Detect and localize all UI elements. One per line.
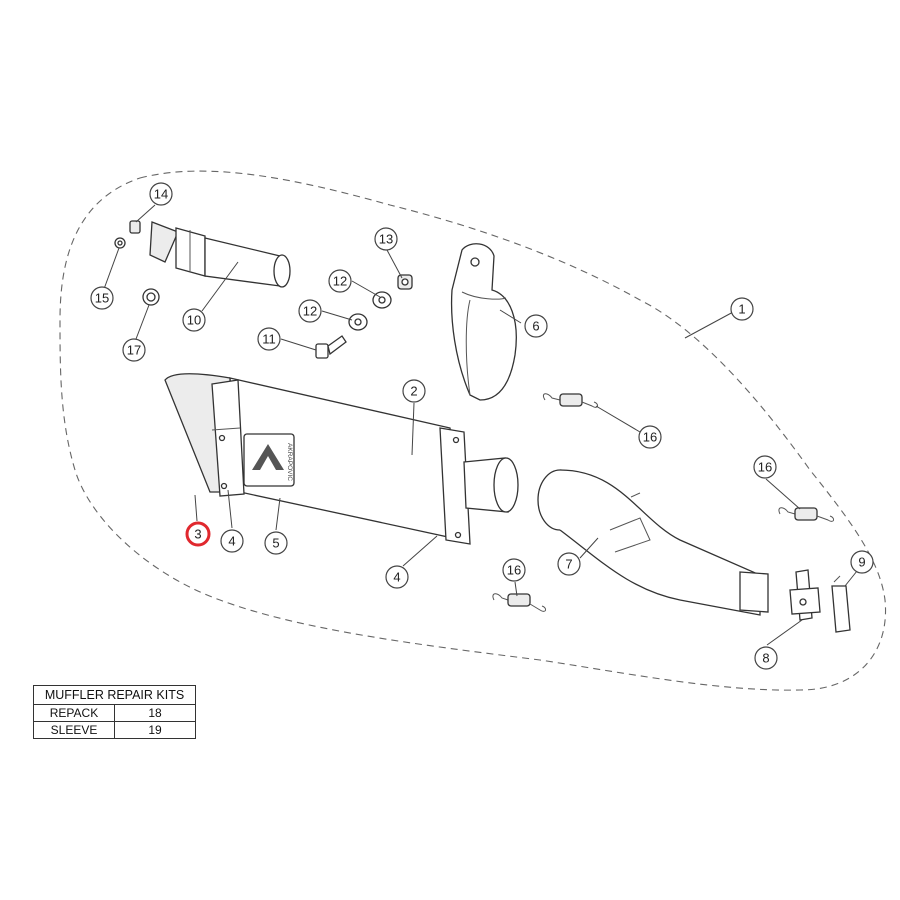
part-14-nut [129, 220, 141, 234]
part-17-grommet [142, 288, 160, 306]
svg-text:8: 8 [762, 651, 769, 666]
kit-name: SLEEVE [33, 721, 115, 739]
assembly-outline [59, 170, 887, 691]
svg-text:16: 16 [758, 460, 772, 475]
callout-16-lower: 16 [502, 558, 526, 582]
part-16-spring-a [542, 393, 599, 408]
part-12-washer-lower [348, 313, 368, 331]
leader-lines [103, 204, 858, 646]
callout-3-highlighted: 3 [185, 521, 211, 547]
svg-text:3: 3 [194, 527, 201, 542]
part-6-bracket [450, 243, 517, 401]
callout-15: 15 [90, 286, 114, 310]
part-2-muffler: AKRAPOVIC [164, 373, 519, 545]
svg-text:13: 13 [379, 232, 393, 247]
svg-text:9: 9 [858, 555, 865, 570]
muffler-repair-kits-table: MUFFLER REPAIR KITS REPACK 18 SLEEVE 19 [33, 685, 196, 739]
callout-1: 1 [730, 297, 754, 321]
table-row: REPACK 18 [33, 704, 196, 722]
callout-5: 5 [264, 531, 288, 555]
callout-11: 11 [257, 327, 281, 351]
table-row: SLEEVE 19 [33, 721, 196, 739]
part-8-clamp [789, 569, 821, 621]
callout-14: 14 [149, 182, 173, 206]
svg-text:12: 12 [333, 274, 347, 289]
svg-text:15: 15 [95, 291, 109, 306]
svg-text:16: 16 [643, 430, 657, 445]
callout-16-right: 16 [753, 455, 777, 479]
callout-4-left: 4 [220, 529, 244, 553]
svg-text:4: 4 [228, 534, 235, 549]
svg-text:5: 5 [272, 536, 279, 551]
svg-text:6: 6 [532, 319, 539, 334]
kit-name: REPACK [33, 704, 115, 722]
svg-text:16: 16 [507, 563, 521, 578]
svg-text:12: 12 [303, 304, 317, 319]
callout-17: 17 [122, 338, 146, 362]
svg-text:17: 17 [127, 343, 141, 358]
part-11-bolt [315, 335, 347, 359]
part-15-washer [114, 237, 126, 249]
table-header-row: MUFFLER REPAIR KITS [33, 685, 196, 705]
callout-6: 6 [524, 314, 548, 338]
callout-8: 8 [754, 646, 778, 670]
table-title: MUFFLER REPAIR KITS [33, 685, 196, 705]
callout-4-right: 4 [385, 565, 409, 589]
part-16-spring-c [492, 593, 547, 612]
svg-text:4: 4 [393, 570, 400, 585]
callout-16-upper: 16 [638, 425, 662, 449]
callout-13: 13 [374, 227, 398, 251]
part-7-link-pipe [537, 469, 769, 616]
logo-text: AKRAPOVIC [286, 443, 293, 481]
kit-number: 18 [114, 704, 196, 722]
svg-text:1: 1 [738, 302, 745, 317]
part-9-spring-clip [831, 575, 851, 633]
callout-12-lower: 12 [298, 299, 322, 323]
kit-number: 19 [114, 721, 196, 739]
svg-text:7: 7 [565, 557, 572, 572]
svg-text:11: 11 [262, 332, 276, 347]
callout-7: 7 [557, 552, 581, 576]
callout-10: 10 [182, 308, 206, 332]
svg-text:10: 10 [187, 313, 201, 328]
svg-text:14: 14 [154, 187, 168, 202]
callout-12-upper: 12 [328, 269, 352, 293]
part-16-spring-b [778, 507, 835, 522]
part-10-link-pipe [149, 221, 291, 288]
svg-text:2: 2 [410, 384, 417, 399]
callout-2: 2 [402, 379, 426, 403]
callout-9: 9 [850, 550, 874, 574]
part-13-nut [397, 274, 413, 290]
